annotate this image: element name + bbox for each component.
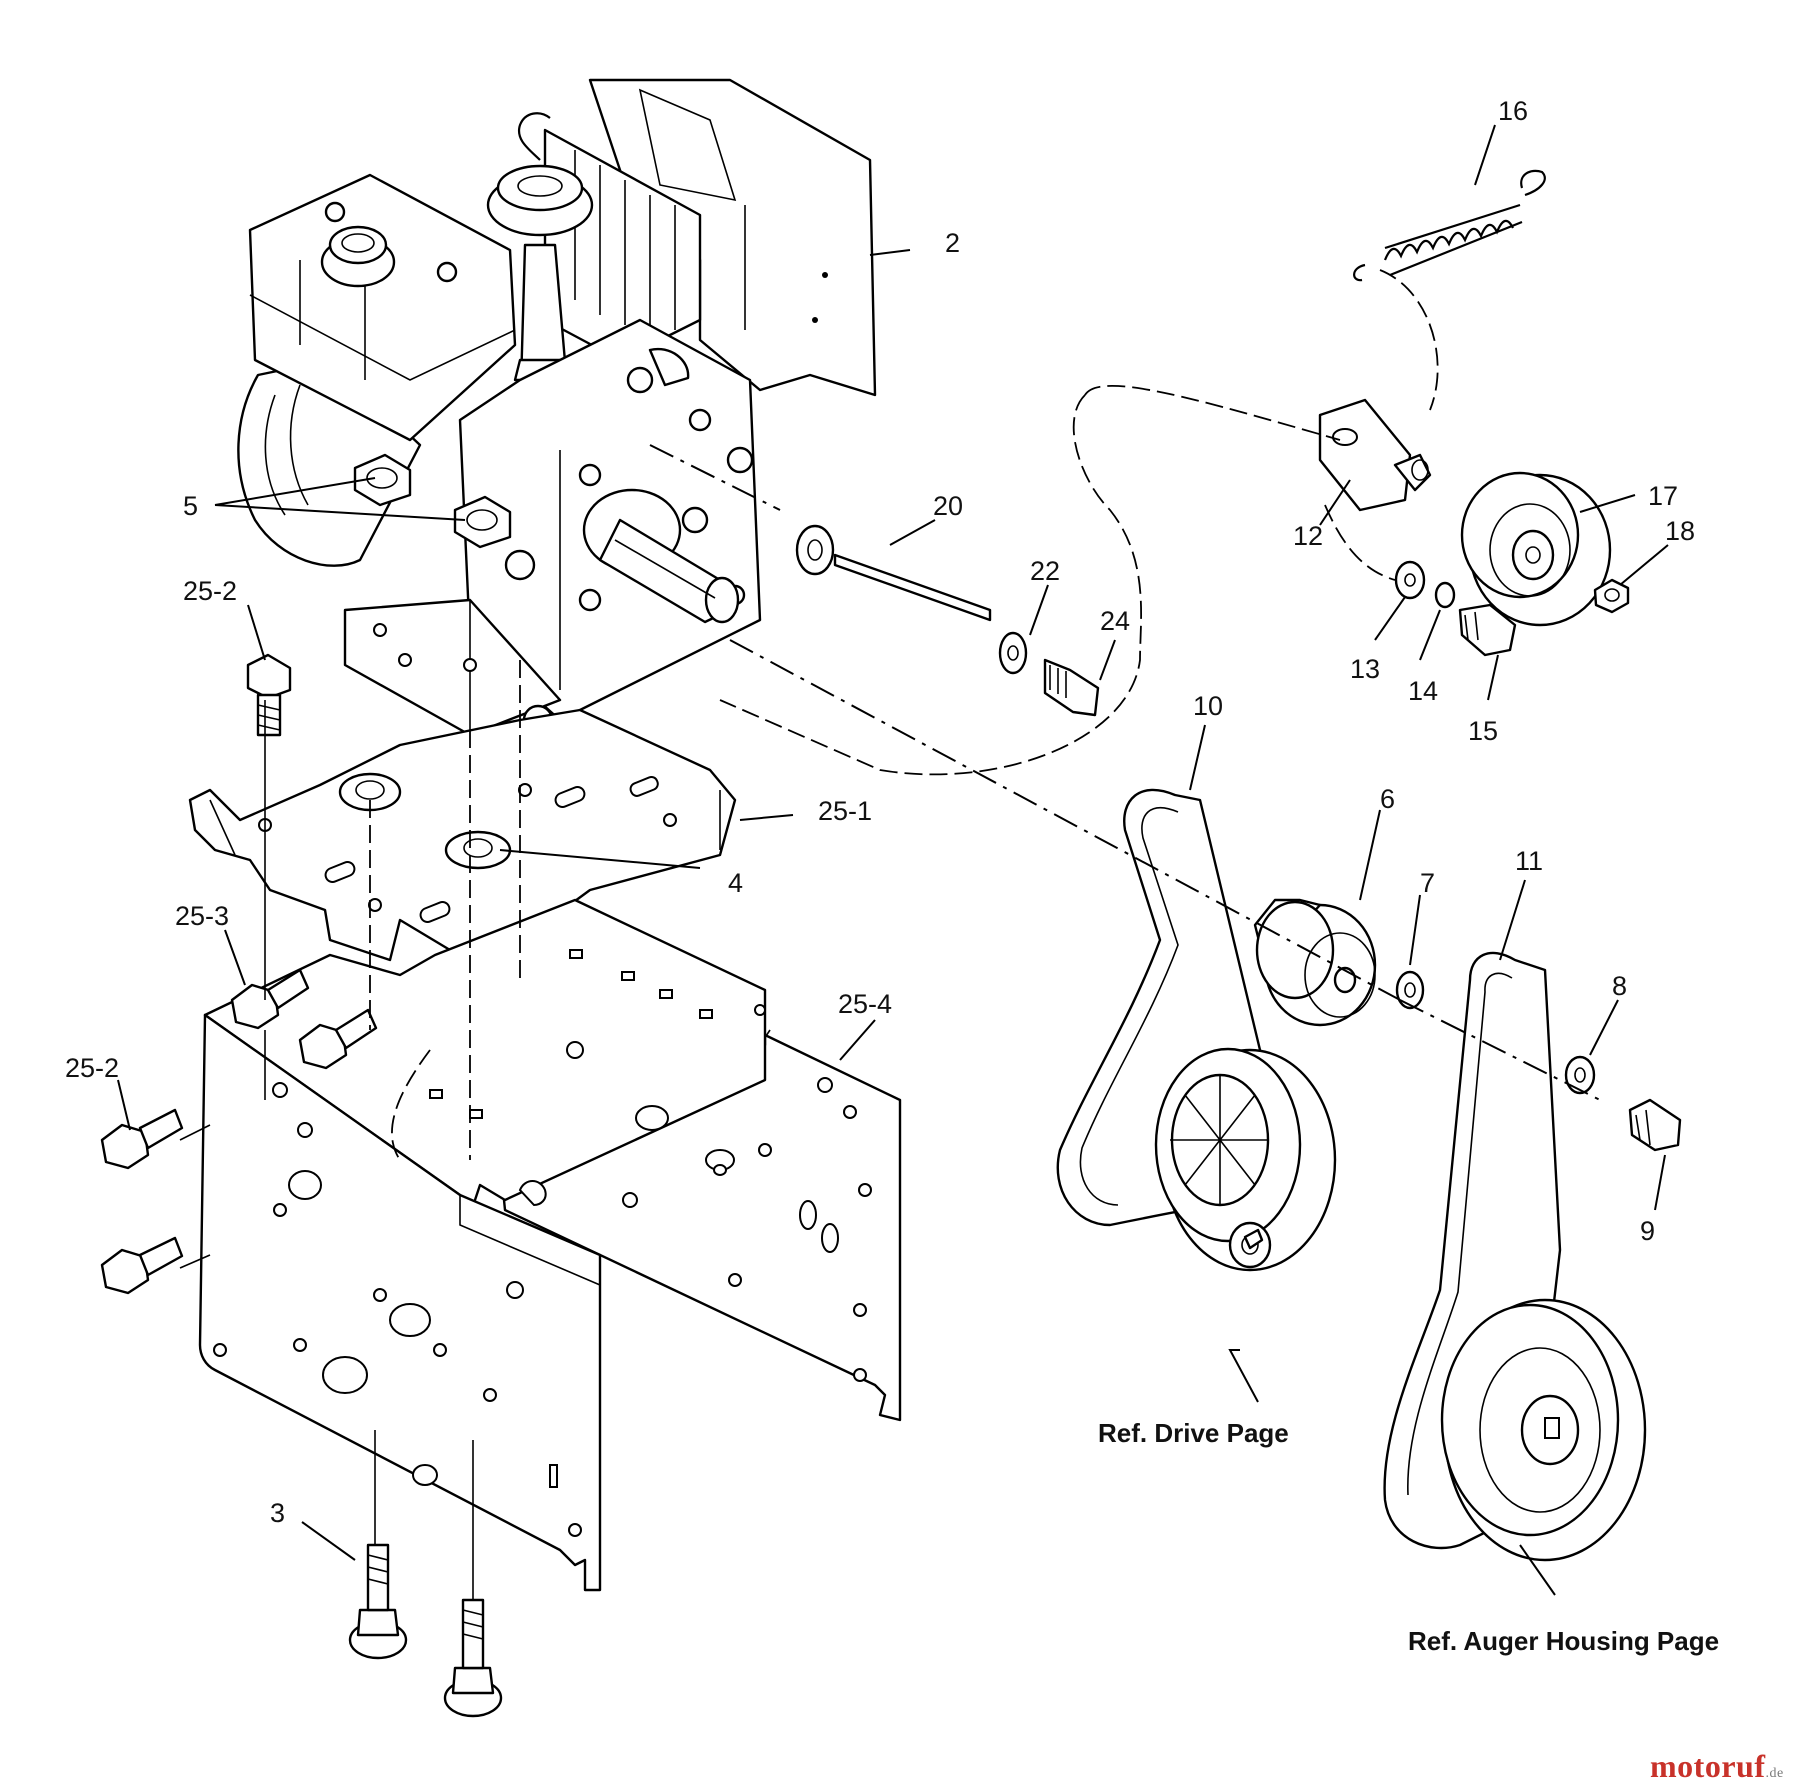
ref-drive-page: Ref. Drive Page: [1098, 1418, 1289, 1448]
callout-25-4: 25-4: [838, 989, 892, 1019]
reference-labels: Ref. Drive Page Ref. Auger Housing Page: [1098, 1418, 1719, 1656]
callout-17: 17: [1648, 481, 1678, 511]
callout-6: 6: [1380, 784, 1395, 814]
shaft-hardware: [795, 524, 1100, 717]
watermark-suffix: .de: [1765, 1766, 1784, 1781]
callout-12: 12: [1293, 521, 1323, 551]
drive-belt-10: [1056, 788, 1337, 1272]
idler-assembly: [1318, 169, 1630, 657]
lock-washers: [338, 772, 512, 870]
bolts-25-3: [230, 968, 378, 1070]
engine-assembly: [237, 78, 877, 737]
watermark-brand: motoruf: [1650, 1748, 1766, 1784]
ref-auger-housing-page: Ref. Auger Housing Page: [1408, 1626, 1719, 1656]
callout-25-2-top: 25-2: [183, 576, 237, 606]
callout-3: 3: [270, 1498, 285, 1528]
callout-24: 24: [1100, 606, 1130, 636]
auger-belt-11: [1383, 951, 1682, 1562]
watermark-logo: motoruf.de: [1650, 1748, 1784, 1785]
drive-pulley: [1253, 898, 1425, 1027]
bolts-25-2: [100, 653, 292, 1295]
callout-9: 9: [1640, 1216, 1655, 1246]
callout-14: 14: [1408, 676, 1438, 706]
callout-5: 5: [183, 491, 198, 521]
callout-25-2-left: 25-2: [65, 1053, 119, 1083]
callout-labels: 2 3 4 5 6 7 8 9 10 11 12 13 14 15 16 17 …: [65, 96, 1695, 1528]
alignment-lines: [179, 269, 1601, 1600]
callout-18: 18: [1665, 516, 1695, 546]
callout-25-3: 25-3: [175, 901, 229, 931]
callout-2: 2: [945, 228, 960, 258]
callout-22: 22: [1030, 556, 1060, 586]
callout-20: 20: [933, 491, 963, 521]
callout-7: 7: [1420, 868, 1435, 898]
frame: [198, 898, 902, 1592]
callout-10: 10: [1193, 691, 1223, 721]
callout-16: 16: [1498, 96, 1528, 126]
callout-15: 15: [1468, 716, 1498, 746]
leader-lines: [117, 124, 1669, 1596]
callout-25-1: 25-1: [818, 796, 872, 826]
callout-8: 8: [1612, 971, 1627, 1001]
callout-4: 4: [728, 868, 743, 898]
callout-13: 13: [1350, 654, 1380, 684]
callout-11: 11: [1515, 846, 1543, 876]
bolts-3: [348, 1543, 503, 1718]
